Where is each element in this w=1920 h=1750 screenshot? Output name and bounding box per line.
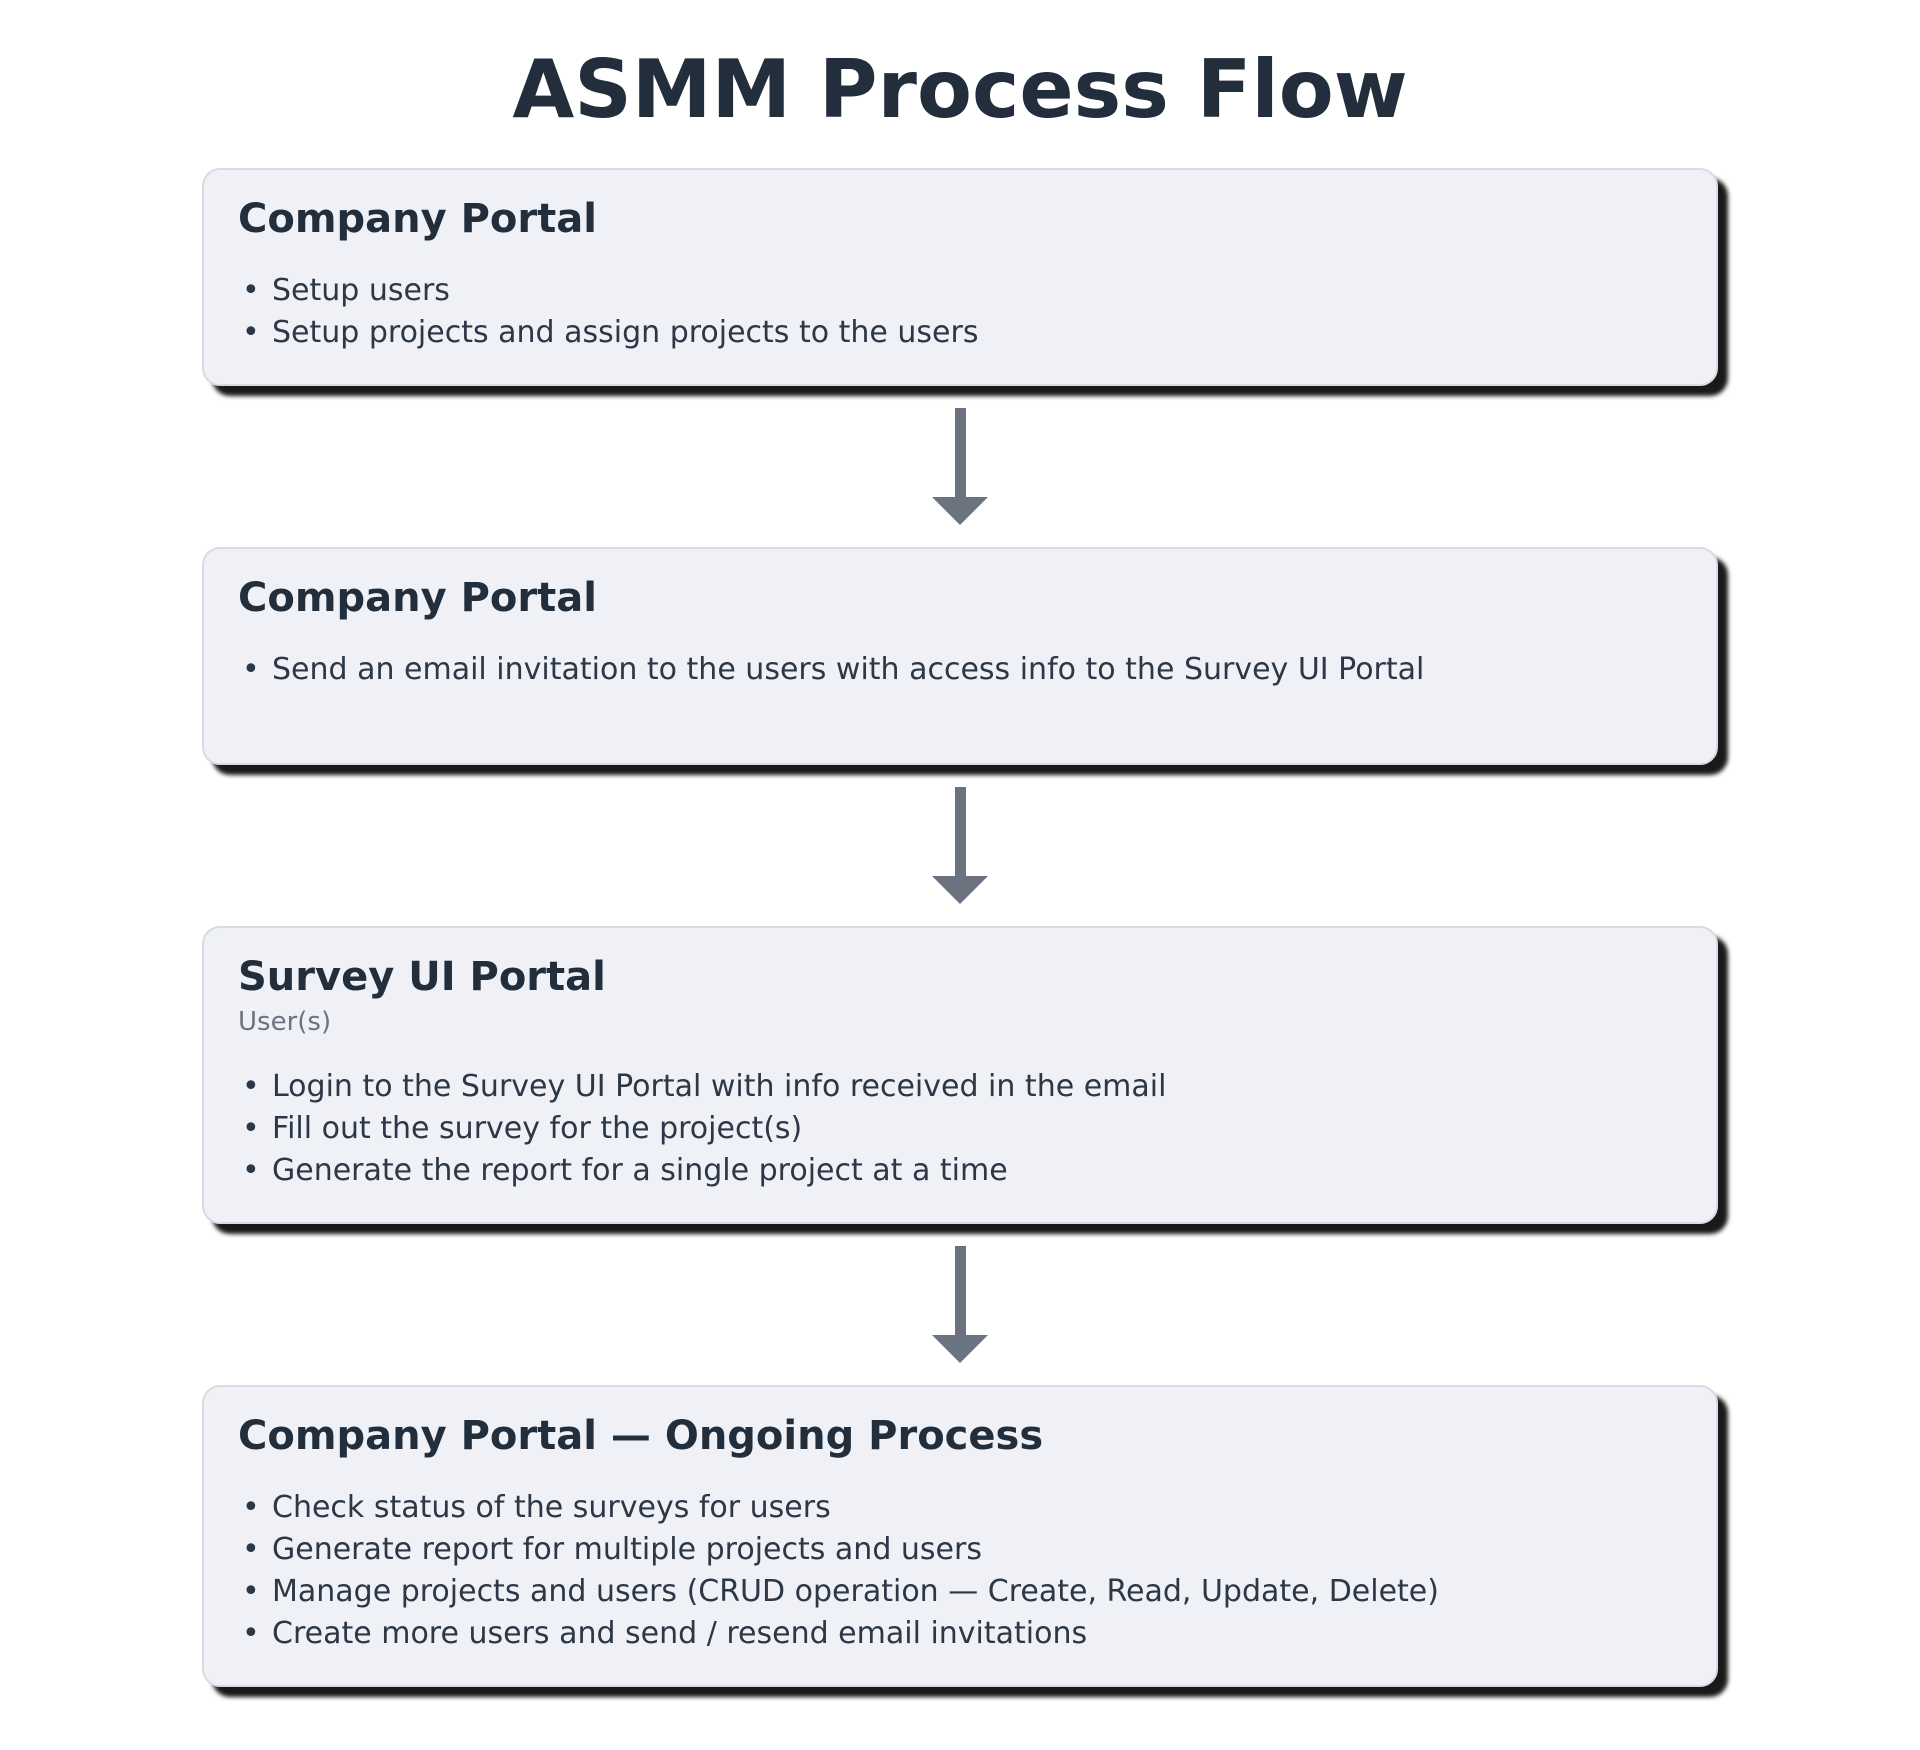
card-heading: Company Portal — [238, 575, 597, 621]
down-arrow-icon — [930, 1245, 990, 1363]
card-bullet-list: Send an email invitation to the users wi… — [238, 649, 1676, 691]
list-item: Send an email invitation to the users wi… — [238, 649, 1676, 691]
list-item: Create more users and send / resend emai… — [238, 1613, 1676, 1655]
list-item: Login to the Survey UI Portal with info … — [238, 1066, 1676, 1108]
card-bullet-list: Setup users Setup projects and assign pr… — [238, 270, 1676, 354]
process-card-survey-ui-portal: Survey UI Portal User(s) Login to the Su… — [202, 926, 1718, 1224]
process-card-company-portal-ongoing: Company Portal — Ongoing Process Check s… — [202, 1384, 1718, 1687]
list-item: Setup users — [238, 270, 1676, 312]
card-heading: Company Portal — [238, 196, 597, 242]
arrow-head — [932, 497, 988, 525]
list-item: Fill out the survey for the project(s) — [238, 1108, 1676, 1150]
list-item: Check status of the surveys for users — [238, 1487, 1676, 1529]
list-item: Manage projects and users (CRUD operatio… — [238, 1571, 1676, 1613]
card-subtitle: User(s) — [238, 1007, 332, 1037]
down-arrow-icon — [930, 787, 990, 904]
arrow-head — [932, 876, 988, 904]
card-bullet-list: Check status of the surveys for users Ge… — [238, 1487, 1676, 1655]
list-item: Setup projects and assign projects to th… — [238, 312, 1676, 354]
arrow-shaft — [954, 408, 966, 497]
process-card-company-portal-invite: Company Portal Send an email invitation … — [202, 547, 1718, 765]
down-arrow-icon — [930, 408, 990, 525]
list-item: Generate the report for a single project… — [238, 1150, 1676, 1192]
process-flow-diagram: Company Portal Setup users Setup project… — [202, 168, 1718, 1687]
arrow-shaft — [954, 787, 966, 876]
list-item: Generate report for multiple projects an… — [238, 1529, 1676, 1571]
card-heading: Company Portal — Ongoing Process — [238, 1412, 1044, 1459]
process-card-company-portal-setup: Company Portal Setup users Setup project… — [202, 168, 1718, 386]
arrow-head — [932, 1334, 988, 1363]
card-bullet-list: Login to the Survey UI Portal with info … — [238, 1066, 1676, 1192]
arrow-shaft — [954, 1245, 966, 1335]
card-heading: Survey UI Portal — [238, 954, 606, 1000]
page-title: ASMM Process Flow — [512, 43, 1408, 136]
